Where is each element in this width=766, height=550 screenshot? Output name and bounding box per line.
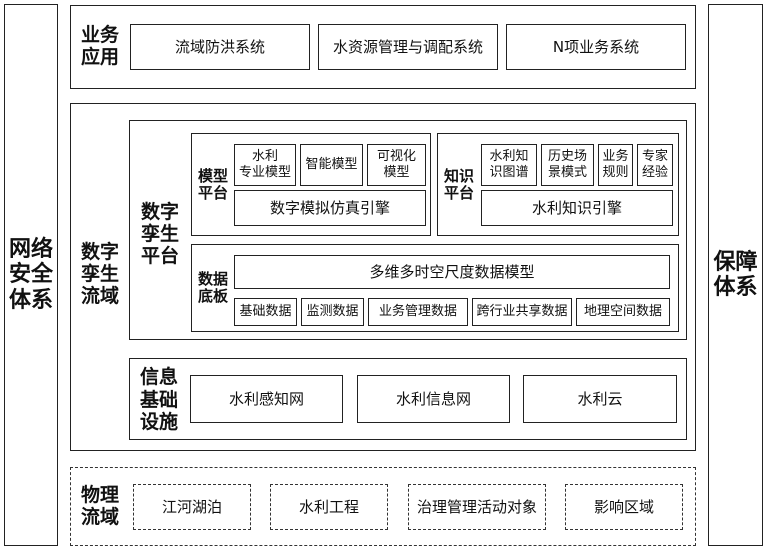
infra-item-cloud: 水利云: [523, 375, 677, 423]
physical-item-governance-objects: 治理管理活动对象: [408, 484, 546, 530]
infra-item-sensing: 水利感知网: [190, 375, 343, 423]
knowledge-item-rules: 业务 规则: [598, 144, 633, 186]
network-security-label: 网络 安全 体系: [8, 237, 53, 313]
network-security-system: 网络 安全 体系: [4, 4, 58, 546]
knowledge-platform-label: 知识 平台: [443, 166, 474, 202]
physical-item-impact-area: 影响区域: [565, 484, 683, 530]
knowledge-item-history: 历史场 景模式: [541, 144, 594, 186]
digital-twin-platform-label: 数字 孪生 平台: [140, 201, 179, 267]
simulation-engine: 数字模拟仿真引擎: [234, 190, 426, 226]
business-item-water-resource: 水资源管理与调配系统: [318, 24, 498, 70]
data-base-label: 数据 底板: [197, 269, 228, 305]
data-item-basic: 基础数据: [234, 298, 297, 326]
model-platform-label: 模型 平台: [197, 166, 228, 202]
data-item-business-mgmt: 业务管理数据: [368, 298, 468, 326]
guarantee-label: 保障 体系: [713, 249, 758, 300]
physical-item-projects: 水利工程: [270, 484, 388, 530]
physical-watershed-label: 物理 流域: [80, 484, 119, 528]
physical-item-rivers-lakes: 江河湖泊: [133, 484, 251, 530]
data-model: 多维多时空尺度数据模型: [234, 255, 670, 289]
knowledge-item-graph: 水利知 识图谱: [481, 144, 537, 186]
data-item-monitoring: 监测数据: [301, 298, 364, 326]
data-item-cross-industry: 跨行业共享数据: [472, 298, 572, 326]
data-item-geospatial: 地理空间数据: [576, 298, 670, 326]
digital-twin-watershed-label: 数字 孪生 流域: [80, 241, 119, 307]
business-application-label: 业务 应用: [80, 24, 119, 68]
business-item-flood-control: 流域防洪系统: [130, 24, 310, 70]
knowledge-engine: 水利知识引擎: [481, 190, 673, 226]
model-item-hydraulic: 水利 专业模型: [234, 144, 296, 186]
business-item-n-systems: N项业务系统: [506, 24, 686, 70]
info-infrastructure-label: 信息 基础 设施: [139, 365, 178, 434]
knowledge-item-expert: 专家 经验: [637, 144, 673, 186]
model-item-intelligent: 智能模型: [300, 144, 363, 186]
infra-item-network: 水利信息网: [357, 375, 510, 423]
guarantee-system: 保障 体系: [708, 4, 763, 546]
model-item-visual: 可视化 模型: [367, 144, 426, 186]
